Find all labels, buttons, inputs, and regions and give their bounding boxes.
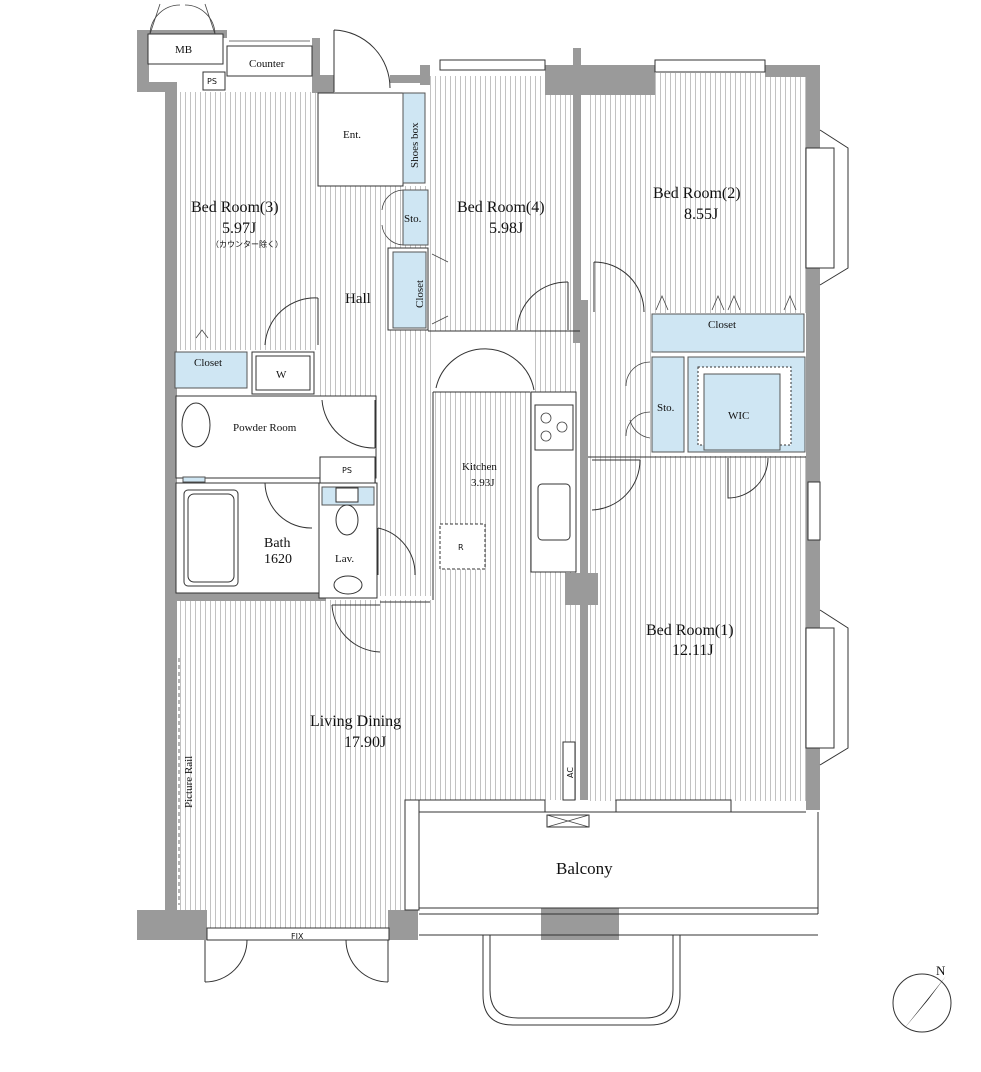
bath-name: Bath xyxy=(264,536,290,551)
entrance-door-icon[interactable] xyxy=(333,29,391,92)
closet-bed2-label: Closet xyxy=(708,319,736,331)
ps-top-block: PS xyxy=(202,71,226,91)
bed-room-3-floor xyxy=(175,92,318,350)
fix-label: FIX xyxy=(291,932,304,941)
fridge-label: R xyxy=(458,543,464,552)
closet-bed3: Closet xyxy=(174,329,248,389)
living-dining-name: Living Dining xyxy=(310,713,401,730)
living-dining-floor xyxy=(175,600,580,800)
bath-size: 1620 xyxy=(264,552,292,567)
bed-room-1-door-icon[interactable] xyxy=(591,459,641,511)
closet-bed3-label: Closet xyxy=(194,357,222,369)
mb-label: MB xyxy=(175,44,192,56)
living-dining-lower-floor xyxy=(175,800,405,928)
mb-block: MB xyxy=(147,3,224,65)
north-compass: N xyxy=(892,963,952,1033)
storage-bed: Sto. xyxy=(625,356,685,453)
kitchen-door-icon[interactable] xyxy=(435,348,535,391)
lav: Lav. xyxy=(318,482,416,599)
bath-door-icon[interactable] xyxy=(264,482,313,529)
bed-room-3-size: 5.97J xyxy=(222,220,256,237)
bed-room-2-floor xyxy=(588,73,806,313)
entrance-label: Ent. xyxy=(343,129,361,141)
shoes-box-label: Shoes box xyxy=(409,122,421,168)
bed-room-3-note: （カウンター除く） xyxy=(211,239,283,249)
storage-hall: Sto. xyxy=(381,189,429,246)
washer-label: W xyxy=(276,369,287,381)
bed-room-2-door-icon[interactable] xyxy=(593,261,645,313)
bed-room-3: Bed Room(3) 5.97J （カウンター除く） xyxy=(191,199,319,346)
bed-room-4-name: Bed Room(4) xyxy=(457,199,545,216)
ac-label: AC xyxy=(566,767,575,778)
kitchen: Kitchen 3.93J R xyxy=(432,348,577,600)
kitchen-floor xyxy=(433,392,533,602)
hall-label: Hall xyxy=(345,291,371,307)
balcony-label: Balcony xyxy=(556,859,613,878)
living-door-icon[interactable] xyxy=(331,604,381,653)
living-dining: Living Dining 17.90J Picture Rail AC FIX xyxy=(178,601,576,983)
ps-mid-label: PS xyxy=(342,466,352,475)
bed-room-1: Bed Room(1) 12.11J xyxy=(588,456,849,813)
bath: Bath 1620 xyxy=(175,476,320,594)
ps-mid: PS xyxy=(319,456,376,484)
balcony: Balcony xyxy=(419,811,819,1026)
washer-space: W xyxy=(251,351,315,395)
powder-room-door-icon[interactable] xyxy=(321,399,376,449)
picture-rail-label: Picture Rail xyxy=(183,756,195,808)
bed-room-2: Bed Room(2) 8.55J xyxy=(653,59,849,311)
wic: WIC xyxy=(687,356,806,453)
counter-block: Counter xyxy=(226,40,313,77)
wic-label: WIC xyxy=(728,410,749,422)
living-window-left-icon[interactable] xyxy=(204,939,248,983)
storage-hall-label: Sto. xyxy=(404,213,422,225)
bed-room-2-name: Bed Room(2) xyxy=(653,185,741,202)
living-window-right-icon[interactable] xyxy=(345,939,389,983)
bed-room-1-floor xyxy=(588,456,806,801)
closet-bed4: Closet xyxy=(387,247,449,331)
shoes-box: Shoes box xyxy=(402,92,426,184)
counter-label: Counter xyxy=(249,58,285,70)
entrance: Ent. xyxy=(317,29,404,187)
bed-room-2-size: 8.55J xyxy=(684,206,718,223)
inner-hall-floor xyxy=(578,313,653,458)
kitchen-size: 3.93J xyxy=(471,477,495,489)
walls xyxy=(137,30,820,940)
ps-top-label: PS xyxy=(207,77,217,86)
bed-room-4: Bed Room(4) 5.98J xyxy=(428,59,580,332)
bed-room-4-door-icon[interactable] xyxy=(516,281,569,331)
bed-room-4-floor xyxy=(428,76,578,331)
north-arrow-icon xyxy=(903,976,946,1030)
storage-bed-label: Sto. xyxy=(657,402,675,414)
lav-label: Lav. xyxy=(335,553,354,565)
compass-north-label: N xyxy=(936,963,946,978)
bed-room-3-name: Bed Room(3) xyxy=(191,199,279,216)
bed-room-1-name: Bed Room(1) xyxy=(646,622,734,639)
bed-room-1-size: 12.11J xyxy=(672,642,714,659)
inner-hall-doors xyxy=(593,261,645,313)
powder-room-label: Powder Room xyxy=(233,422,297,434)
bed-room-3-door-icon[interactable] xyxy=(264,297,319,346)
lav-door-icon[interactable] xyxy=(377,527,416,576)
living-dining-size: 17.90J xyxy=(344,734,386,751)
bed-room-4-size: 5.98J xyxy=(489,220,523,237)
closet-bed2: Closet xyxy=(651,313,805,353)
kitchen-name: Kitchen xyxy=(462,461,497,473)
closet-bed4-label: Closet xyxy=(414,280,426,308)
